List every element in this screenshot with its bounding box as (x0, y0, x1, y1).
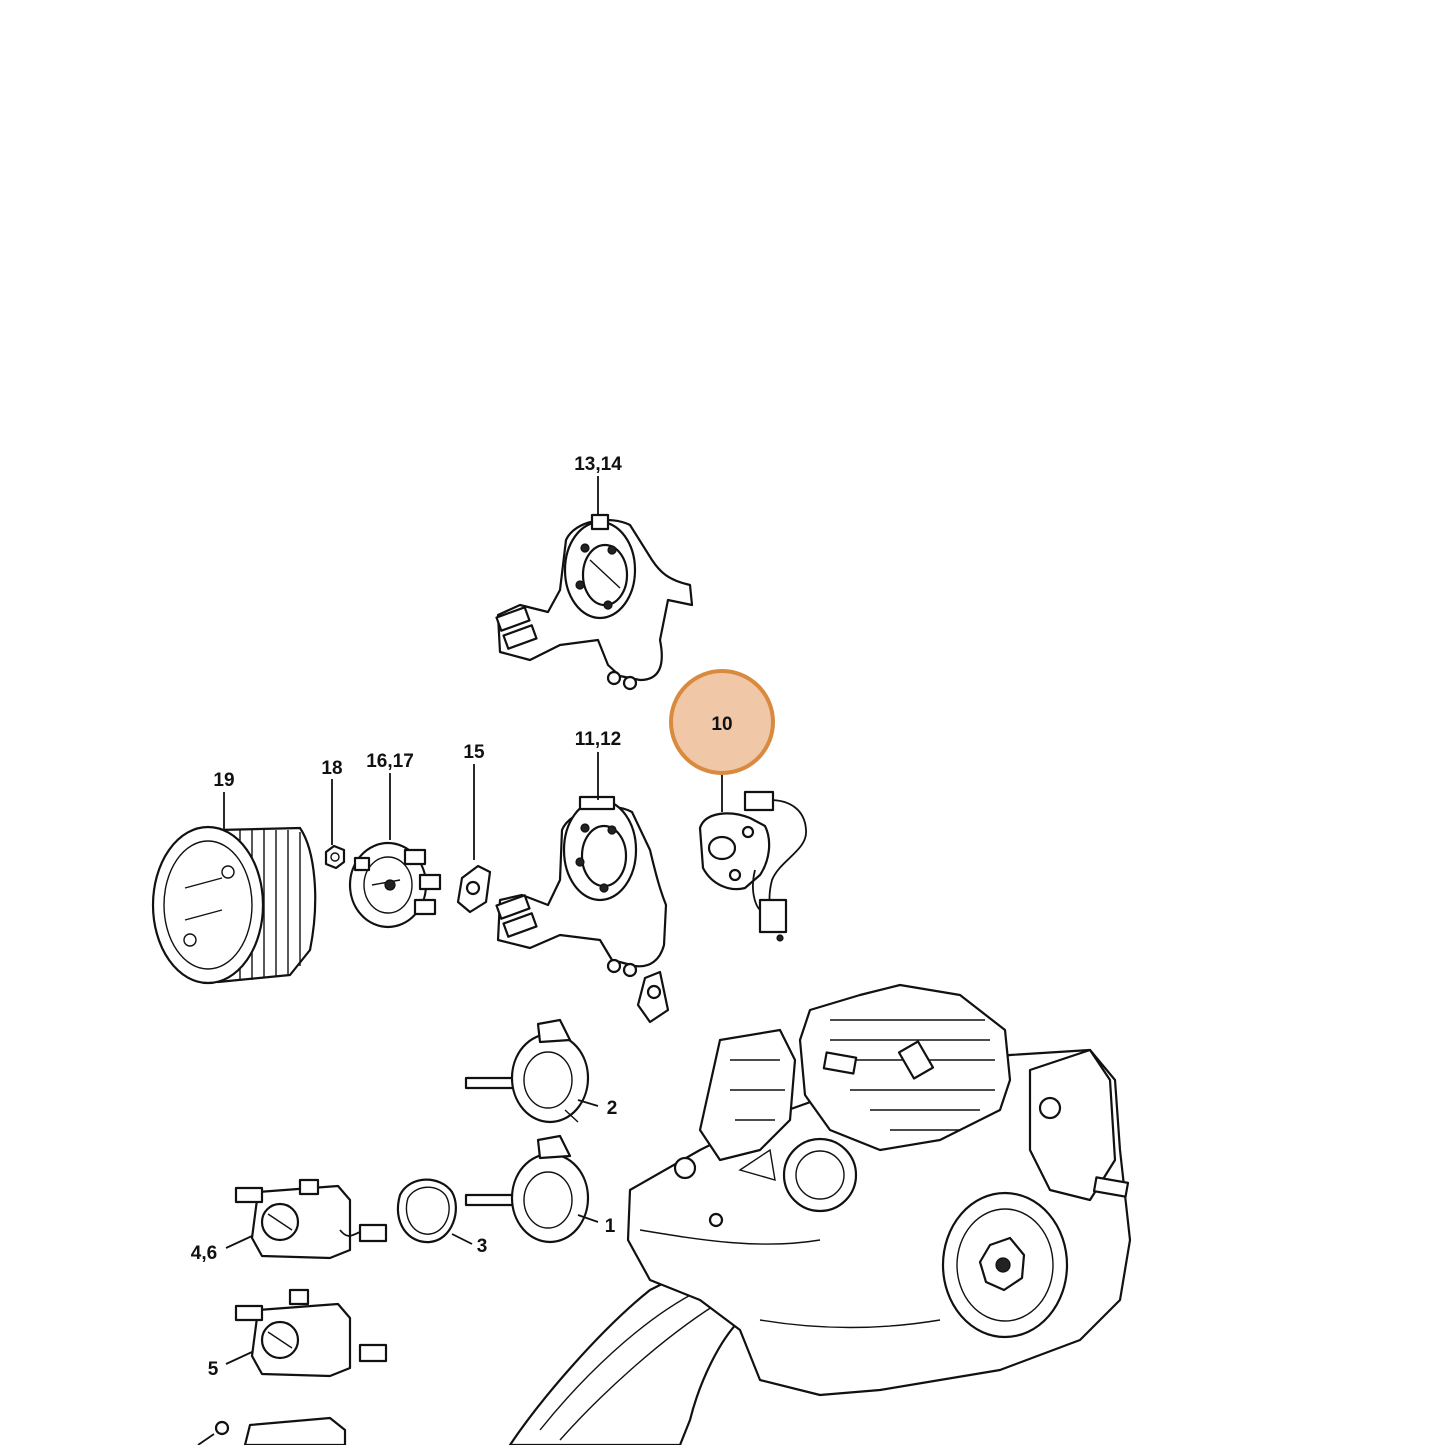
part-11-12[interactable] (495, 795, 668, 978)
callout-1: 1 (605, 1216, 616, 1237)
part-boot[interactable] (636, 970, 670, 1024)
part-18-nut[interactable] (324, 844, 346, 870)
callout-16-17: 16,17 (366, 751, 414, 772)
callout-15: 15 (463, 742, 485, 763)
part-15[interactable] (456, 864, 492, 914)
part-1-flange[interactable] (464, 1134, 590, 1244)
highlight-circle-10[interactable]: 10 (669, 669, 775, 775)
part-5-carburetor[interactable] (234, 1288, 388, 1378)
chainsaw-body (508, 983, 1132, 1445)
callout-4-6: 4,6 (191, 1243, 217, 1264)
part-10-gasket-wiring[interactable] (698, 790, 807, 942)
part-16-17[interactable] (348, 841, 442, 929)
callout-19: 19 (213, 770, 234, 791)
callout-18: 18 (321, 758, 342, 779)
callout-10: 10 (711, 714, 732, 735)
callout-5: 5 (208, 1359, 219, 1380)
part-2-flange[interactable] (464, 1018, 590, 1124)
callout-3: 3 (477, 1236, 488, 1257)
part-carburetor-partial[interactable] (197, 1416, 347, 1445)
highlight-marker (669, 669, 775, 775)
part-3-gasket[interactable] (396, 1178, 457, 1244)
part-4-6-carburetor[interactable] (234, 1178, 388, 1260)
callout-2: 2 (607, 1098, 618, 1119)
part-19-air-filter[interactable] (151, 825, 317, 985)
callout-13-14: 13,14 (574, 454, 622, 475)
part-13-14[interactable] (495, 513, 694, 691)
callout-11-12: 11,12 (575, 729, 622, 750)
